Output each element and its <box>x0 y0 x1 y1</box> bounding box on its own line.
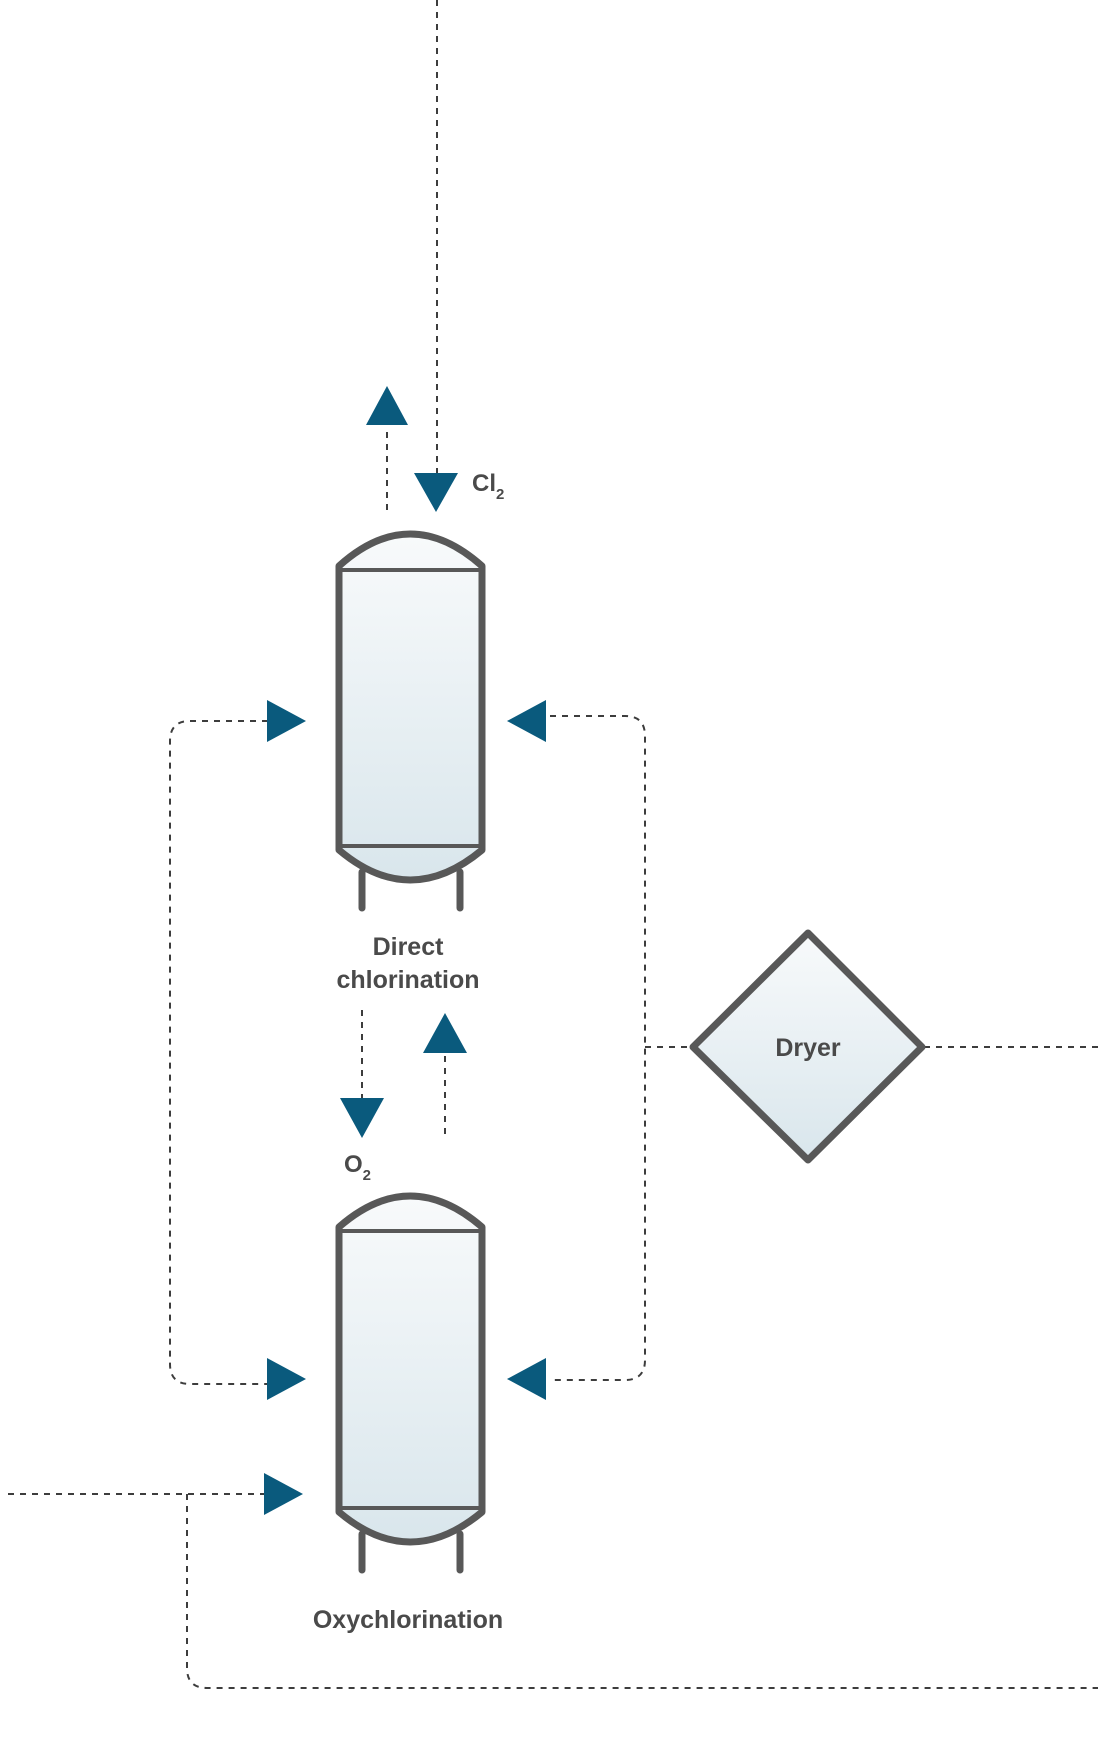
dryer-label: Dryer <box>775 1034 841 1062</box>
bottom-return-line <box>186 1494 1098 1689</box>
dryer-unit <box>689 929 926 1164</box>
oxychlorination-vessel <box>335 1192 486 1574</box>
arrow-down-icon <box>340 1098 384 1138</box>
arrow-up-icon <box>423 1013 467 1053</box>
flow-arrows <box>264 386 546 1515</box>
right-dryer-loop-line <box>550 715 646 1381</box>
arrow-up-icon <box>366 386 408 425</box>
o2-symbol: O <box>344 1151 363 1178</box>
arrow-left-icon <box>507 1358 546 1400</box>
cl2-label: Cl2 <box>472 470 504 503</box>
direct-chlorination-label-line1: Direct <box>373 933 445 961</box>
direct-chlorination-label-line2: chlorination <box>336 966 479 994</box>
left-recycle-line <box>169 720 268 1385</box>
o2-subscript: 2 <box>363 1167 371 1184</box>
direct-chlorination-vessel <box>335 530 486 912</box>
cl2-symbol: Cl <box>472 470 496 497</box>
arrow-left-icon <box>507 700 546 742</box>
arrow-right-icon <box>267 1358 306 1400</box>
arrow-right-icon <box>267 700 306 742</box>
oxychlorination-label: Oxychlorination <box>313 1606 503 1634</box>
arrow-down-icon <box>414 473 458 512</box>
cl2-subscript: 2 <box>496 486 504 503</box>
o2-label: O2 <box>344 1151 371 1184</box>
arrow-right-icon <box>264 1473 303 1515</box>
flow-lines <box>8 0 1098 1689</box>
